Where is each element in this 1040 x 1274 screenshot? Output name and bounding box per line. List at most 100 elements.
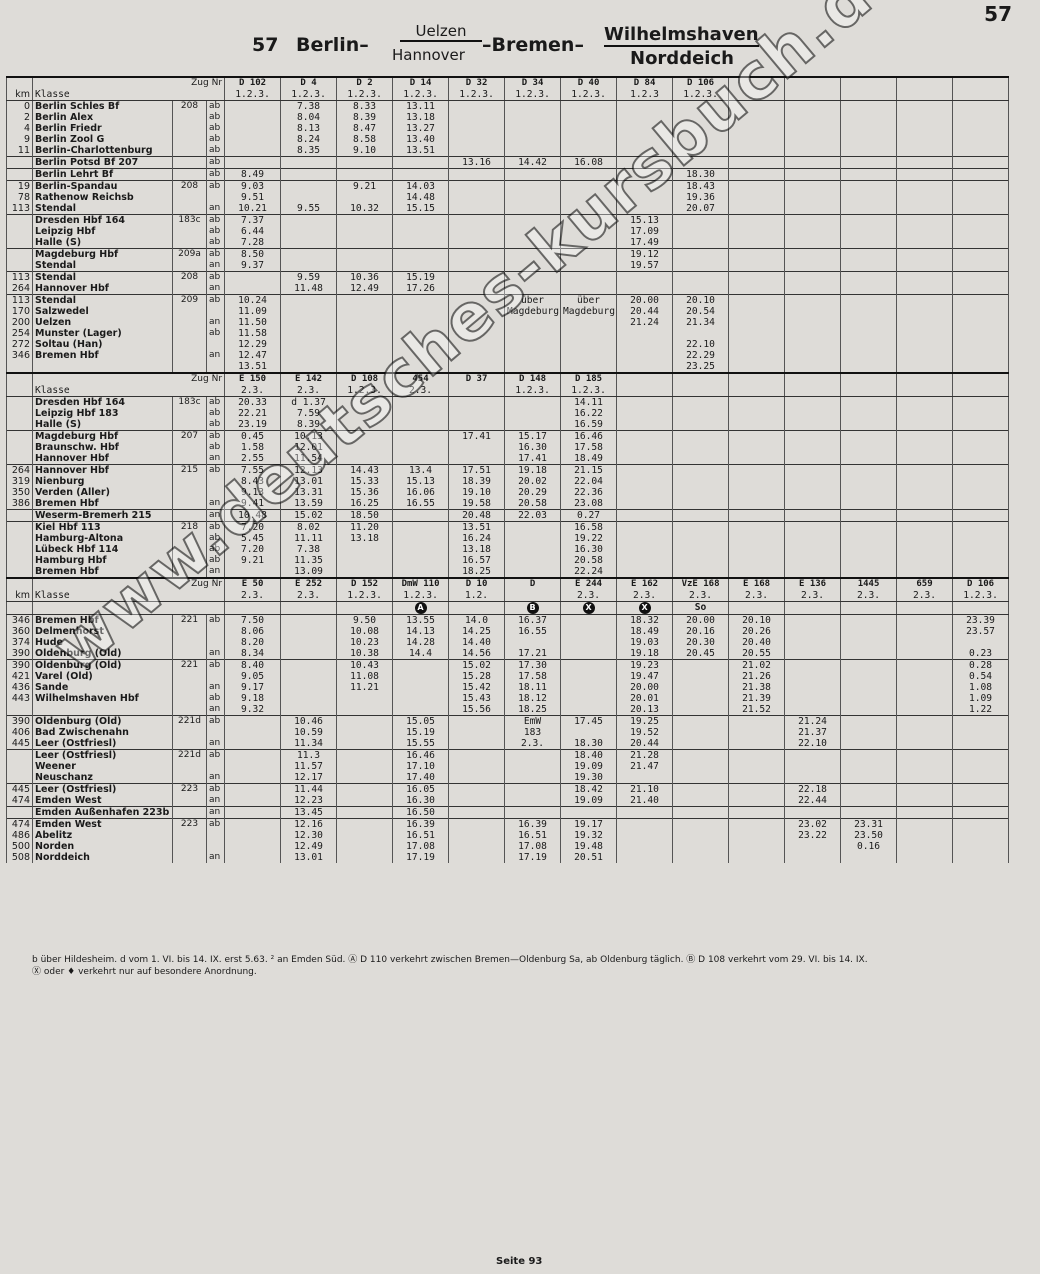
time-cell: 14.43 15.33 15.36 16.25 (336, 464, 394, 510)
time-cell (336, 248, 394, 272)
station-cell: Dresden Hbf 164 Leipzig Hbf Halle (S) (32, 214, 173, 249)
time-cell: 17.51 18.39 19.10 19.58 (448, 464, 506, 510)
station-cell: Berlin Lehrt Bf (32, 168, 173, 181)
table-row: Kiel Hbf 113 Hamburg-Altona Lübeck Hbf 1… (6, 521, 1010, 578)
time-cell (784, 430, 842, 465)
time-cell (616, 271, 674, 295)
time-cell (560, 271, 618, 295)
footnote-mark-icon: A (414, 602, 427, 614)
time-cell (952, 749, 1010, 784)
time-cell: 0.28 0.54 1.08 1.09 1.22 (952, 659, 1010, 716)
arr-dep-cell: ab an (205, 464, 226, 510)
klasse-label: Klasse (31, 590, 226, 602)
time-cell: 15.13 17.09 17.49 (616, 214, 674, 249)
route-cell: 221 (172, 614, 207, 660)
time-cell: 21.02 21.26 21.38 21.39 21.52 (728, 659, 786, 716)
arr-dep-cell: ab ab ab (205, 214, 226, 249)
km-cell: 113 264 (6, 271, 33, 295)
route-cell (172, 806, 207, 819)
time-cell: 20.48 (448, 509, 506, 522)
route-cell: 208 (172, 271, 207, 295)
train-class: 1.2.3. (448, 89, 506, 101)
train-mark (280, 601, 338, 615)
time-cell (672, 430, 730, 465)
time-cell: 8.02 11.11 7.38 11.35 13.09 (280, 521, 338, 578)
time-cell (672, 783, 730, 807)
train-mark (896, 601, 954, 615)
time-cell (728, 168, 786, 181)
km-cell (6, 521, 33, 578)
route-cell (172, 156, 207, 169)
time-cell (896, 248, 954, 272)
header-bremen: –Bremen– (482, 34, 584, 56)
time-cell (784, 396, 842, 431)
time-cell (840, 294, 898, 373)
time-cell (784, 168, 842, 181)
route-cell: 221 (172, 659, 207, 716)
time-cell (896, 396, 954, 431)
time-cell (224, 749, 282, 784)
time-cell (392, 294, 450, 373)
route-cell: 208 (172, 180, 207, 215)
train-number: E 168 (728, 577, 786, 590)
station-cell: Berlin-Spandau Rathenow Reichsb Stendal (32, 180, 173, 215)
time-cell (672, 659, 730, 716)
time-cell (952, 168, 1010, 181)
train-number (784, 372, 842, 385)
time-cell (896, 271, 954, 295)
km-cell (6, 430, 33, 465)
train-number: D 106 (672, 76, 730, 89)
footnote-mark-icon: So (694, 602, 707, 613)
section3-mark-row: A B X X So (6, 601, 1010, 615)
time-cell (840, 464, 898, 510)
km-cell: 390 406 445 (6, 715, 33, 750)
time-cell (616, 180, 674, 215)
train-mark (448, 601, 506, 615)
time-cell (672, 156, 730, 169)
station-cell: Leer (Ostfriesl) Emden West (32, 783, 173, 807)
time-cell (224, 156, 282, 169)
time-cell (784, 749, 842, 784)
time-cell: 23.31 23.50 0.16 (840, 818, 898, 863)
table-row: Dresden Hbf 164 Leipzig Hbf Halle (S)183… (6, 214, 1010, 249)
time-cell (728, 396, 786, 431)
footnote-line-2: Ⓧ oder ♦ verkehrt nur auf besondere Anor… (32, 967, 257, 977)
time-cell (728, 806, 786, 819)
footnote-mark-icon: X (582, 602, 595, 614)
time-cell (896, 806, 954, 819)
station-cell: Oldenburg (Old) Bad Zwischenahn Leer (Os… (32, 715, 173, 750)
time-cell: 7.50 8.06 8.20 8.34 (224, 614, 282, 660)
time-cell: 13.51 16.24 13.18 16.57 18.25 (448, 521, 506, 578)
time-cell: 12.13 13.01 13.31 13.59 (280, 464, 338, 510)
time-cell: 9.03 9.51 10.21 (224, 180, 282, 215)
train-number: D 40 (560, 76, 618, 89)
train-mark: X (616, 601, 674, 615)
train-number: D (504, 577, 562, 590)
time-cell (392, 396, 450, 431)
train-class: 2.3. (840, 590, 898, 602)
time-cell (784, 180, 842, 215)
train-number: DmW 110 (392, 577, 450, 590)
footnote-mark-icon: B (526, 602, 539, 614)
time-cell (896, 614, 954, 660)
train-class (784, 89, 842, 101)
time-cell (224, 715, 282, 750)
time-cell: 12.16 12.30 12.49 13.01 (280, 818, 338, 863)
time-cell (728, 248, 786, 272)
time-cell (448, 783, 506, 807)
train-number (952, 76, 1010, 89)
time-cell (672, 818, 730, 863)
train-class: 1.2.3. (560, 89, 618, 101)
arr-dep-cell: ab ab an (205, 430, 226, 465)
train-class: 2.3. (784, 590, 842, 602)
time-cell: 17.30 17.58 18.11 18.12 18.25 (504, 659, 562, 716)
arr-dep-cell: an (205, 509, 226, 522)
train-mark: A (392, 601, 450, 615)
arr-dep-cell: ab an (205, 180, 226, 215)
